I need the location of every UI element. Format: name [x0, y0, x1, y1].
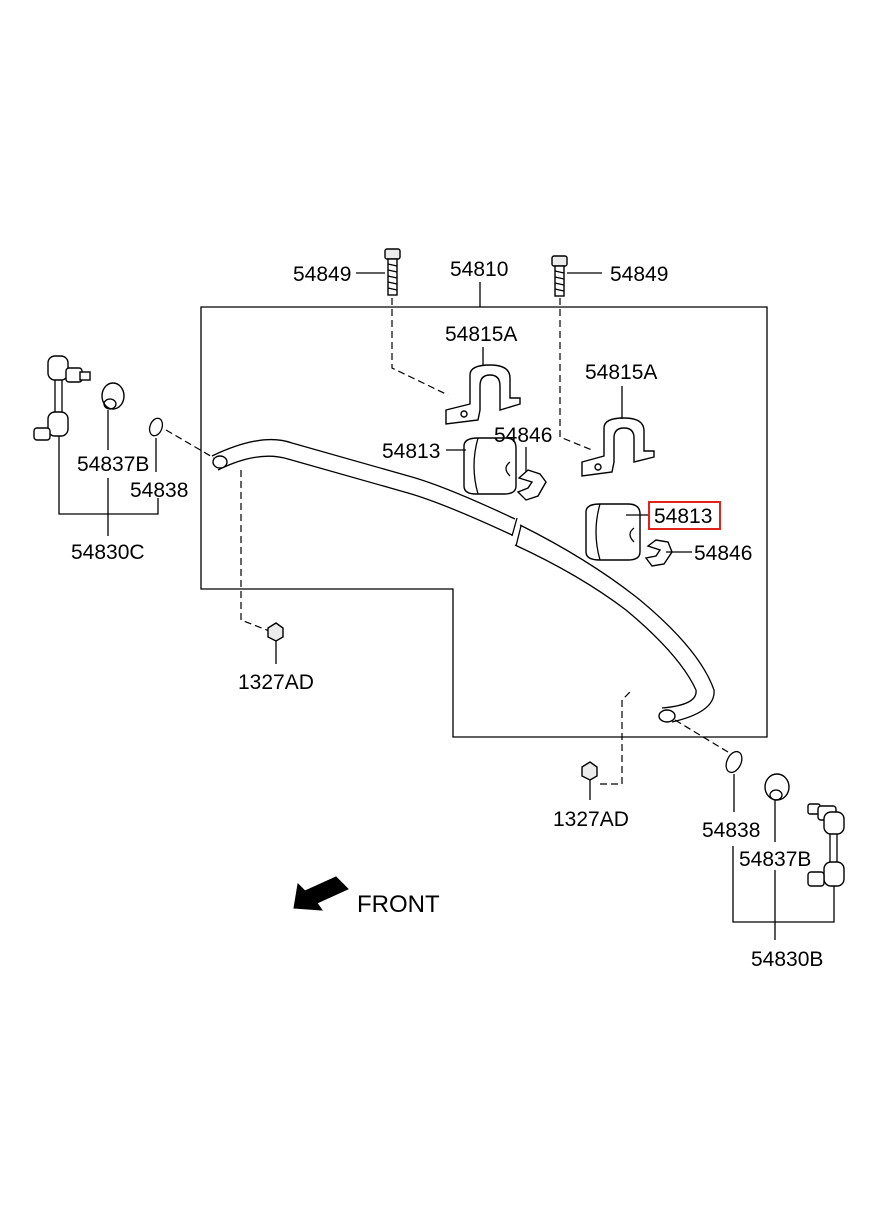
stabilizer-bar	[211, 438, 715, 723]
bolt-right	[551, 255, 568, 297]
label-link-bushing-left[interactable]: 54837B	[77, 453, 149, 476]
label-nut-left[interactable]: 1327AD	[238, 671, 314, 694]
bolt-left	[384, 248, 401, 296]
label-bracket-right[interactable]: 54815A	[585, 361, 657, 384]
nut-right	[581, 761, 598, 781]
label-nut-right[interactable]: 1327AD	[553, 808, 629, 831]
ring-left	[148, 417, 164, 437]
label-link-left[interactable]: 54830C	[71, 541, 145, 564]
label-bracket-left[interactable]: 54815A	[445, 323, 517, 346]
label-clip-right[interactable]: 54846	[694, 542, 752, 565]
nut-left	[267, 622, 284, 642]
clip-left	[516, 469, 547, 501]
bushing-right	[585, 503, 641, 561]
label-bolt-right[interactable]: 54849	[610, 263, 668, 286]
clip-right	[644, 539, 673, 567]
label-ring-right[interactable]: 54838	[702, 819, 760, 842]
bracket-left	[445, 364, 521, 425]
label-link-right[interactable]: 54830B	[751, 948, 823, 971]
link-bushing-left	[101, 382, 125, 410]
ring-right	[725, 750, 743, 774]
label-ring-left[interactable]: 54838	[130, 479, 188, 502]
link-bushing-right	[764, 773, 790, 801]
label-bar-assembly[interactable]: 54810	[450, 258, 508, 281]
label-bolt-left[interactable]: 54849	[293, 263, 351, 286]
label-front: FRONT	[357, 891, 440, 918]
link-left	[33, 355, 91, 441]
assembly-frame	[200, 306, 768, 738]
link-right	[807, 803, 845, 887]
label-bushing-right[interactable]: 54813	[654, 505, 712, 528]
label-link-bushing-right[interactable]: 54837B	[739, 848, 811, 871]
front-arrow-icon	[293, 876, 349, 911]
label-clip-left[interactable]: 54846	[494, 424, 552, 447]
bushing-left	[463, 437, 517, 495]
bracket-right	[581, 417, 655, 477]
highlight-box	[648, 501, 721, 530]
label-bushing-left[interactable]: 54813	[382, 440, 440, 463]
